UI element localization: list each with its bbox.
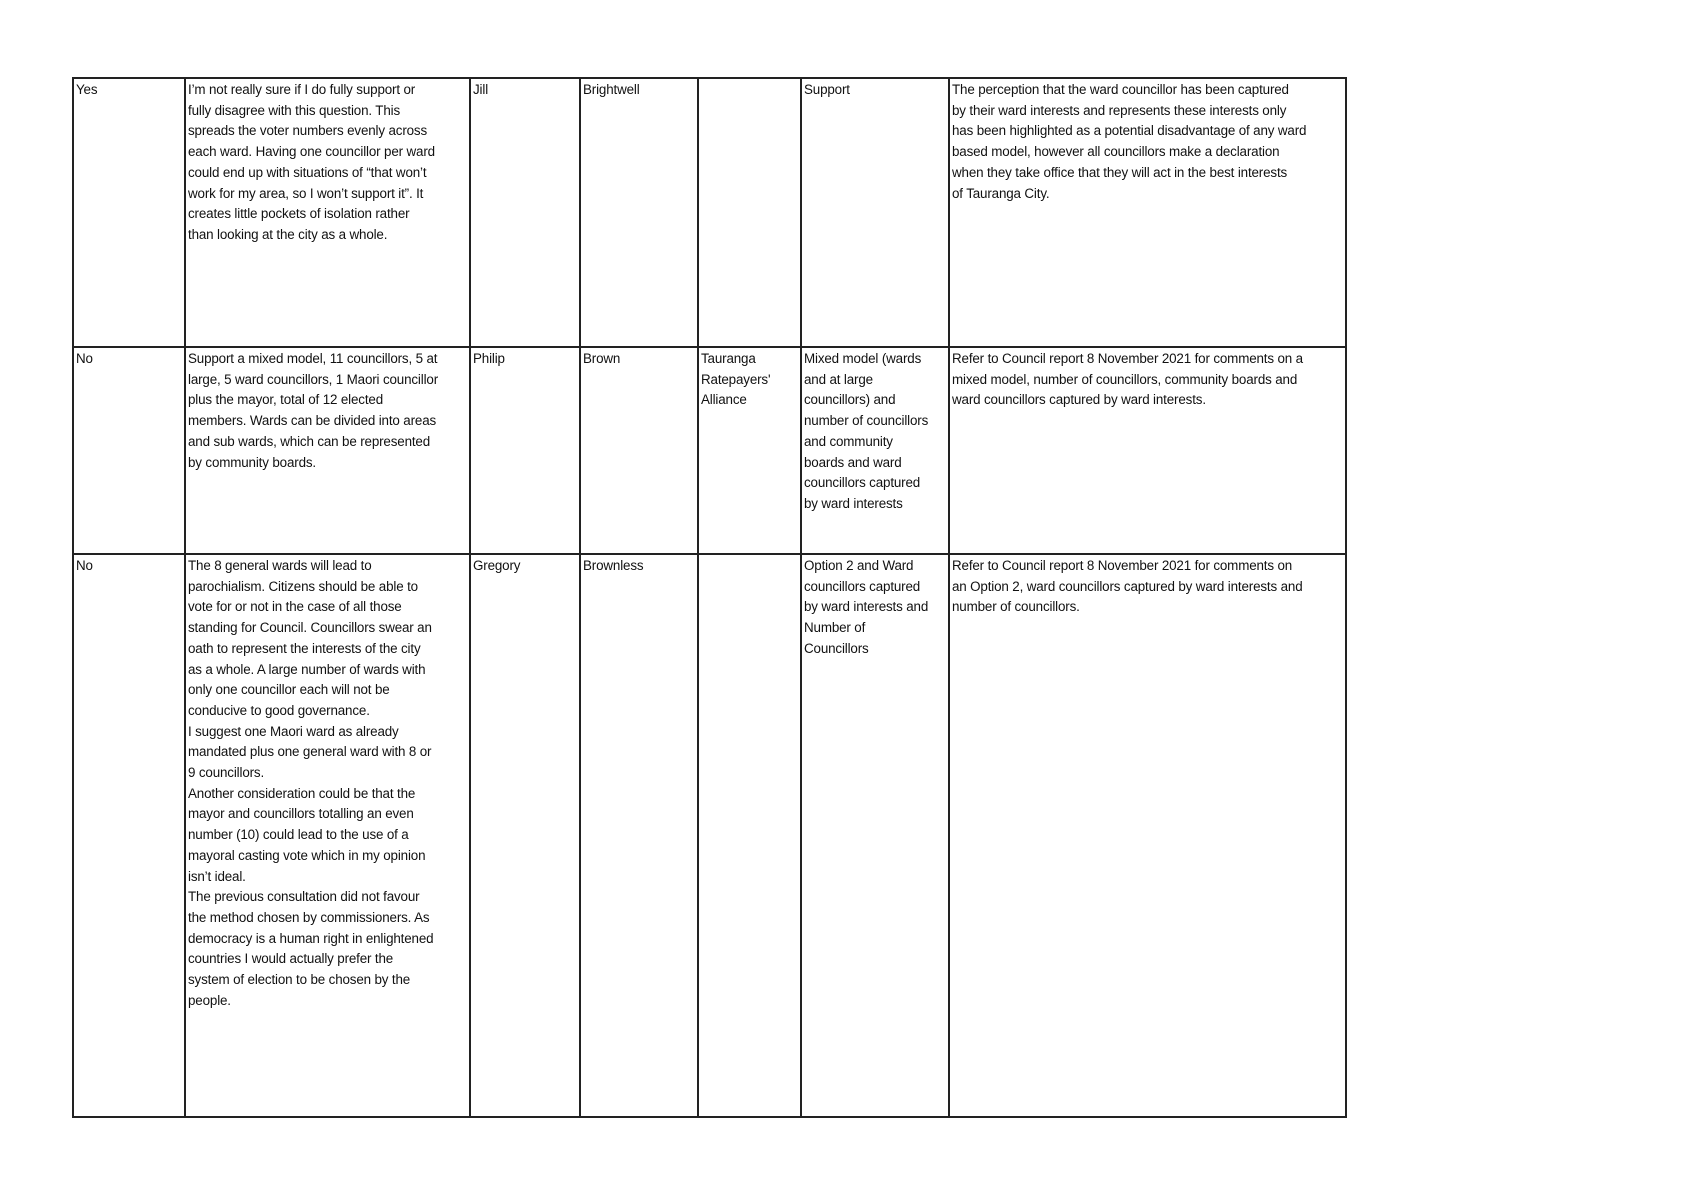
cell-text-line: only one councillor each will not be	[188, 682, 390, 698]
cell-text-line: Councillors	[804, 640, 869, 656]
agree-cell: No	[74, 555, 186, 1118]
cell-text-line: standing for Council. Councillors swear …	[188, 620, 432, 636]
topic-cell: Option 2 and Ward councillors captured by …	[802, 555, 950, 1118]
cell-text-line: ward councillors captured by ward intere…	[952, 392, 1206, 408]
cell-text-line: oath to represent the interests of the c…	[188, 640, 421, 656]
cell-text-line: creates little pockets of isolation rath…	[188, 206, 410, 222]
cell-text-line: Alliance	[701, 392, 747, 408]
last-name-cell: Brown	[581, 348, 699, 555]
cell-text-line: I’m not really sure if I do fully suppor…	[188, 82, 416, 97]
comment-cell: I’m not really sure if I do fully suppor…	[186, 79, 471, 348]
cell-text-line: spreads the voter numbers evenly across	[188, 123, 428, 139]
cell-text-line: large, 5 ward councillors, 1 Maori counc…	[188, 371, 439, 387]
cell-text-line: democracy is a human right in enlightene…	[188, 930, 434, 946]
cell-text-line: I suggest one Maori ward as already	[188, 723, 399, 739]
cell-text-line: The 8 general wards will lead to	[188, 558, 372, 573]
organisation-cell	[699, 555, 802, 1118]
response-cell: The perception that the ward councillor …	[950, 79, 1347, 348]
cell-text-line: members. Wards can be divided into areas	[188, 413, 437, 429]
cell-text-line: Option 2 and Ward	[804, 558, 914, 573]
cell-text-line: number of councillors	[804, 413, 929, 429]
cell-text-line: The previous consultation did not favour	[188, 889, 420, 905]
cell-text-line: Brown	[583, 351, 621, 366]
cell-text-line: number of councillors.	[952, 599, 1080, 615]
response-cell: Refer to Council report 8 November 2021 …	[950, 348, 1347, 555]
cell-text-line: mayoral casting vote which in my opinion	[188, 847, 426, 863]
first-name-cell: Philip	[471, 348, 581, 555]
cell-text-line: system of election to be chosen by the	[188, 972, 411, 988]
first-name-cell: Gregory	[471, 555, 581, 1118]
first-name-cell: Jill	[471, 79, 581, 348]
cell-text-line: vote for or not in the case of all those	[188, 599, 402, 615]
cell-text-line: by ward interests	[804, 495, 903, 511]
cell-text-line: number (10) could lead to the use of a	[188, 827, 409, 843]
cell-text-line: work for my area, so I won’t support it”…	[188, 185, 424, 201]
cell-text-line: than looking at the city as a whole.	[188, 226, 388, 242]
cell-text-line: has been highlighted as a potential disa…	[952, 123, 1307, 139]
cell-text-line: parochialism. Citizens should be able to	[188, 578, 418, 594]
cell-text-line: isn’t ideal.	[188, 868, 246, 884]
organisation-cell	[699, 79, 802, 348]
cell-text-line: mandated plus one general ward with 8 or	[188, 744, 432, 760]
agree-cell: Yes	[74, 79, 186, 348]
cell-text-line: councillors captured	[804, 578, 921, 594]
cell-text-line: Jill	[473, 82, 489, 97]
cell-text-line: No	[76, 558, 93, 573]
cell-text-line: conducive to good governance.	[188, 702, 370, 718]
submissions-table: Yes I’m not really sure if I do fully sup…	[72, 77, 1347, 1118]
cell-text-line: No	[76, 351, 93, 366]
last-name-cell: Brightwell	[581, 79, 699, 348]
cell-text-line: boards and ward	[804, 454, 902, 470]
cell-text-line: and community	[804, 433, 893, 449]
cell-text-line: plus the mayor, total of 12 elected	[188, 392, 383, 408]
cell-text-line: by their ward interests and represents t…	[952, 102, 1287, 118]
comment-cell: The 8 general wards will lead to parochia…	[186, 555, 471, 1118]
cell-text-line: Gregory	[473, 558, 521, 573]
last-name-cell: Brownless	[581, 555, 699, 1118]
cell-text-line: councillors captured	[804, 475, 921, 491]
cell-text-line: 9 councillors.	[188, 765, 265, 781]
cell-text-line: mixed model, number of councillors, comm…	[952, 371, 1298, 387]
comment-cell: Support a mixed model, 11 councillors, 5…	[186, 348, 471, 555]
cell-text-line: The perception that the ward councillor …	[952, 82, 1289, 97]
cell-text-line: Number of	[804, 620, 866, 636]
topic-cell: Support	[802, 79, 950, 348]
cell-text-line: Tauranga	[701, 351, 756, 366]
topic-cell: Mixed model (wards and at large councillor…	[802, 348, 950, 555]
cell-text-line: and sub wards, which can be represented	[188, 433, 431, 449]
cell-text-line: countries I would actually prefer the	[188, 951, 394, 967]
cell-text-line: Support	[804, 82, 850, 97]
cell-text-line: an Option 2, ward councillors captured b…	[952, 578, 1303, 594]
cell-text-line: Refer to Council report 8 November 2021 …	[952, 558, 1293, 573]
cell-text-line: people.	[188, 992, 231, 1008]
cell-text-line: Mixed model (wards	[804, 351, 922, 366]
cell-text-line: Refer to Council report 8 November 2021 …	[952, 351, 1303, 366]
cell-text-line: of Tauranga City.	[952, 185, 1050, 201]
cell-text-line: by ward interests and	[804, 599, 929, 615]
cell-text-line: Philip	[473, 351, 505, 366]
cell-text-line: Brownless	[583, 558, 644, 573]
cell-text-line: mayor and councillors totalling an even	[188, 806, 414, 822]
cell-text-line: could end up with situations of “that wo…	[188, 164, 427, 180]
cell-text-line: when they take office that they will act…	[952, 164, 1288, 180]
cell-text-line: Ratepayers'	[701, 371, 771, 387]
cell-text-line: as a whole. A large number of wards with	[188, 661, 426, 677]
response-cell: Refer to Council report 8 November 2021 …	[950, 555, 1347, 1118]
cell-text-line: each ward. Having one councillor per war…	[188, 144, 435, 160]
cell-text-line: by community boards.	[188, 454, 316, 470]
cell-text-line: and at large	[804, 371, 873, 387]
cell-text-line: fully disagree with this question. This	[188, 102, 400, 118]
cell-text-line: based model, however all councillors mak…	[952, 144, 1280, 160]
cell-text-line: Support a mixed model, 11 councillors, 5…	[188, 351, 438, 366]
cell-text-line: Brightwell	[583, 82, 640, 97]
agree-cell: No	[74, 348, 186, 555]
cell-text-line: Another consideration could be that the	[188, 785, 416, 801]
cell-text-line: the method chosen by commissioners. As	[188, 909, 430, 925]
cell-text-line: councillors) and	[804, 392, 896, 408]
cell-text-line: Yes	[76, 82, 98, 97]
